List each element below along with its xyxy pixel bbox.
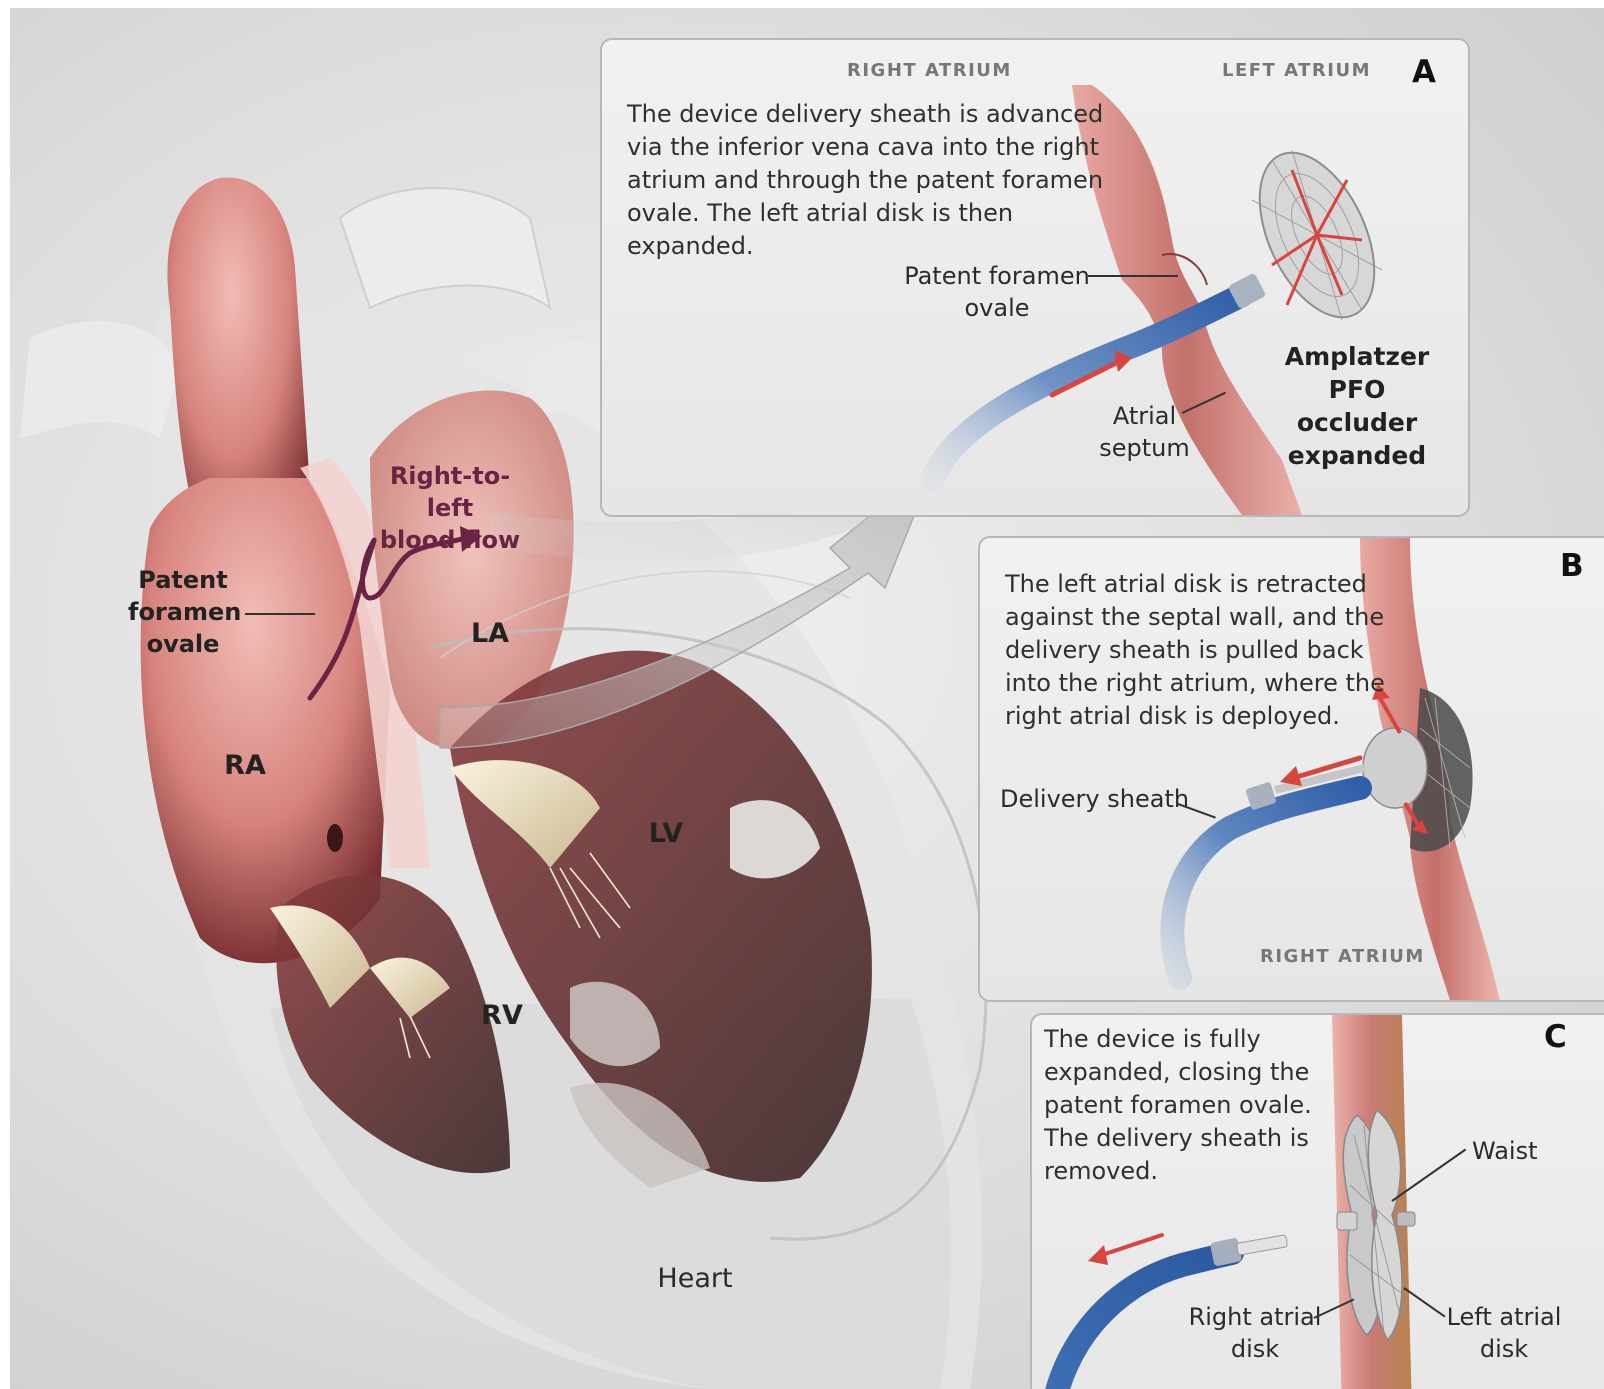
panel-a-letter: A — [1412, 54, 1436, 90]
panel-b-caption: The left atrial disk is retracted agains… — [1005, 568, 1385, 733]
panel-a-occluder-label: Amplatzer PFO occluder expanded — [1272, 340, 1442, 472]
panel-c: C The device is fully expanded, closing … — [1030, 1013, 1604, 1389]
panel-b: B The left atrial disk is retracted agai… — [978, 536, 1604, 1002]
lv-label: LV — [636, 818, 696, 850]
ra-label: RA — [215, 750, 275, 782]
panel-a-left-atrium: LEFT ATRIUM — [1222, 60, 1371, 81]
pfo-heart-leader — [245, 613, 315, 615]
heart-label: Heart — [635, 1263, 755, 1294]
panel-b-sheath-label: Delivery sheath — [1000, 783, 1189, 815]
pfo-heart-label: Patent foramen ovale — [128, 564, 238, 660]
panel-a-pfo-leader — [1088, 275, 1178, 277]
panel-a-caption: The device delivery sheath is advanced v… — [627, 98, 1103, 263]
panel-a-right-atrium: RIGHT ATRIUM — [847, 60, 1012, 81]
panel-c-caption: The device is fully expanded, closing th… — [1044, 1023, 1312, 1188]
panel-c-letter: C — [1544, 1019, 1567, 1055]
panel-a-septum-label: Atrial septum — [1097, 400, 1192, 464]
figure: Patent foramen ovale Right-to-left blood… — [10, 8, 1604, 1389]
panel-c-right-disk-label: Right atrial disk — [1180, 1301, 1330, 1365]
panel-c-waist-label: Waist — [1472, 1135, 1537, 1167]
flow-label: Right-to-left blood flow — [375, 460, 525, 556]
panel-b-letter: B — [1560, 548, 1584, 584]
panel-a: RIGHT ATRIUM LEFT ATRIUM A The device de… — [600, 38, 1470, 517]
la-label: LA — [460, 618, 520, 650]
panel-b-right-atrium: RIGHT ATRIUM — [1260, 946, 1425, 967]
panel-c-left-disk-label: Left atrial disk — [1444, 1301, 1564, 1365]
panel-a-pfo-label: Patent foramen ovale — [902, 260, 1092, 324]
rv-label: RV — [472, 1000, 532, 1032]
